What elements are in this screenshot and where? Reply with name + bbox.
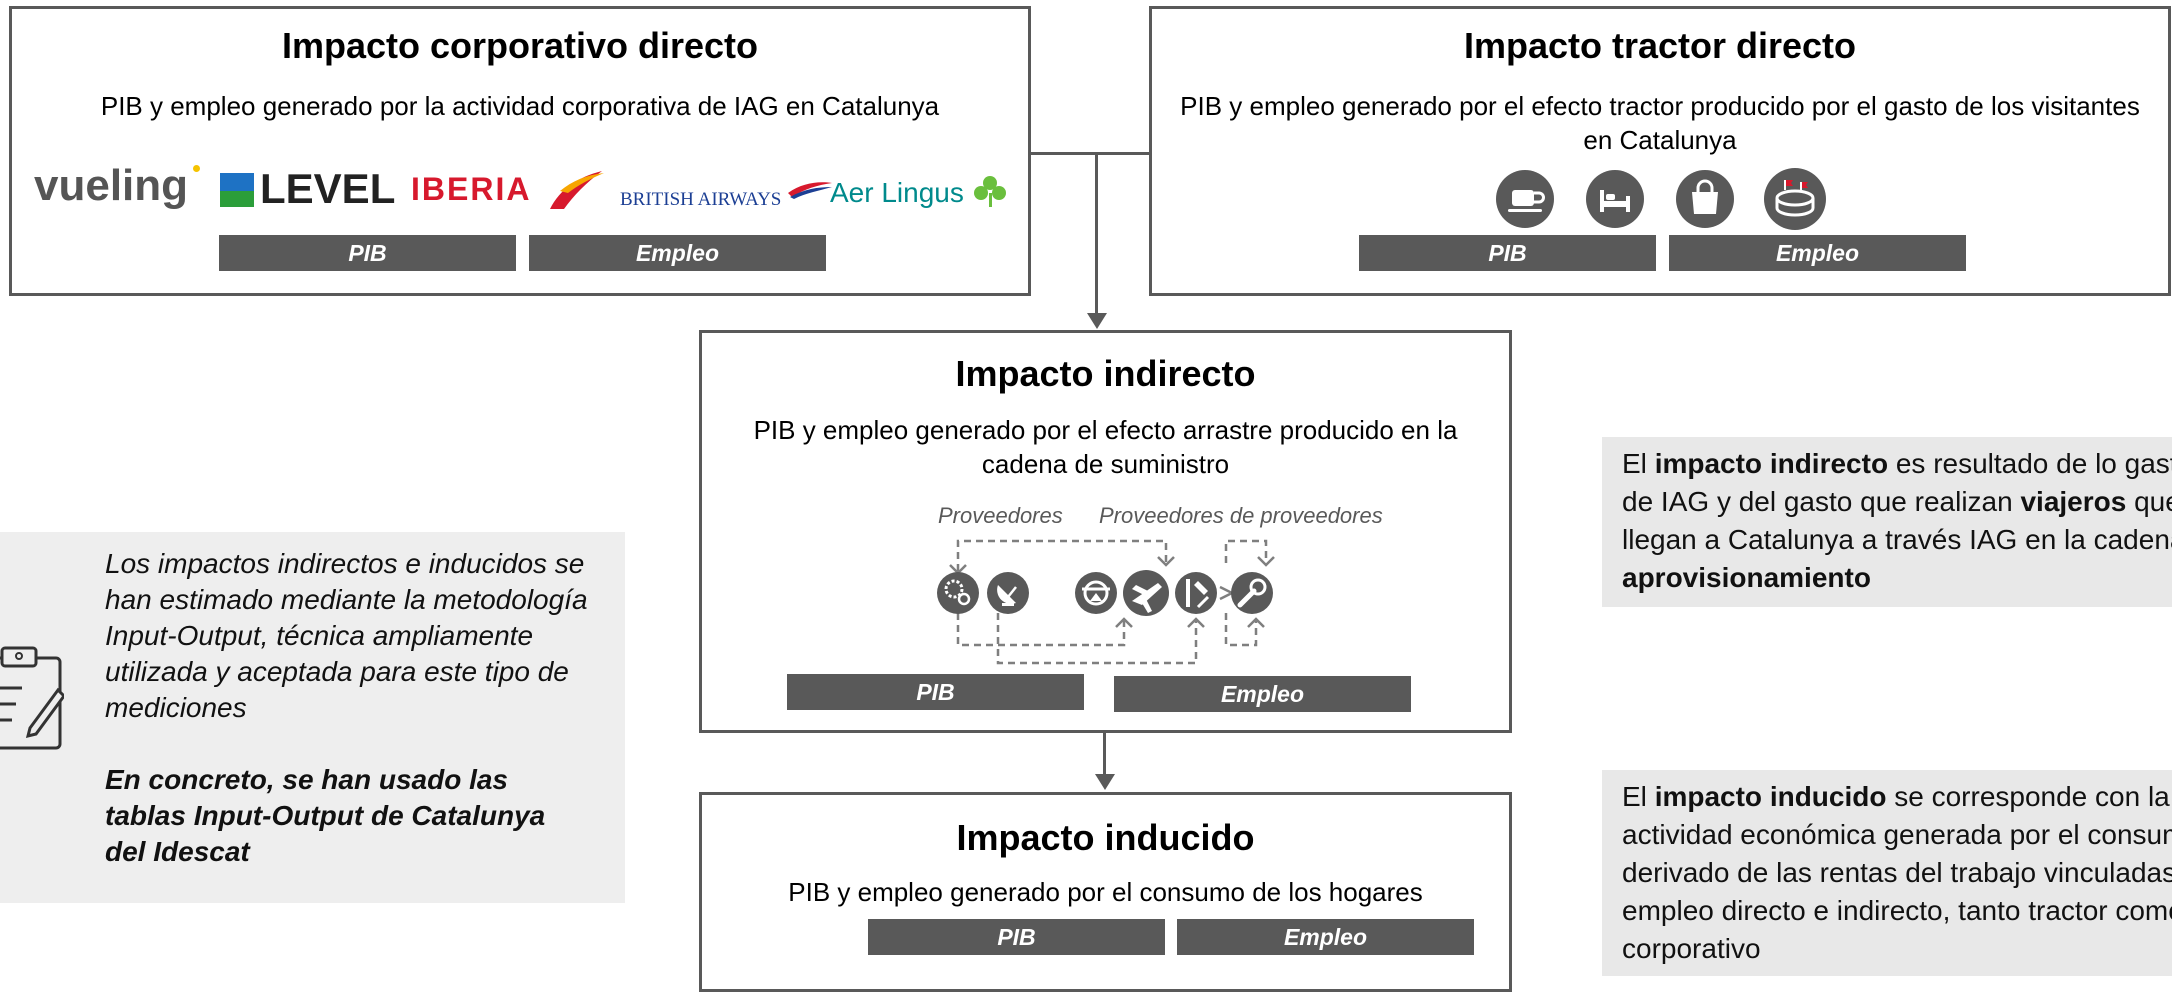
iberia-logo-text: IBERIA [411, 171, 532, 207]
indirecto-empleo-bar: Empleo [1114, 676, 1411, 712]
methodology-bold-text: En concreto, se han usado las tablas Inp… [105, 764, 546, 867]
proveedores-label: Proveedores [938, 503, 1063, 528]
coffee-cup-icon [1496, 170, 1554, 228]
inducido-title: Impacto inducido [956, 817, 1255, 858]
induced-impact-note: El impacto inducido se corresponde con l… [1602, 770, 2172, 976]
connector-vertical-bottom [1103, 733, 1106, 776]
aviator-badge-icon [1075, 572, 1117, 614]
british-airways-logo: BRITISH AIRWAYS [620, 182, 832, 211]
connector-horizontal [1031, 152, 1149, 155]
tools-icon [1175, 572, 1217, 614]
clipboard-pencil-icon [0, 646, 64, 750]
stadium-icon [1764, 168, 1826, 230]
inducido-empleo-bar: Empleo [1177, 919, 1474, 955]
tractor-box: Impacto tractor directo PIB y empleo gen… [1149, 6, 2171, 296]
arrow-down-icon [1095, 774, 1115, 790]
speedmarque-icon [788, 182, 832, 199]
vueling-logo-text: vueling [34, 161, 189, 210]
iberia-logo: IBERIA [411, 171, 604, 209]
indirecto-desc: PIB y empleo generado por el efecto arra… [753, 415, 1458, 479]
connector-vertical-top [1095, 153, 1098, 315]
bed-icon [1586, 170, 1644, 228]
methodology-italic-text: Los impactos indirectos e inducidos se h… [105, 548, 588, 723]
corporativo-box: Impacto corporativo directo PIB y empleo… [9, 6, 1031, 296]
indirecto-box: Impacto indirecto PIB y empleo generado … [699, 330, 1512, 733]
induced-impact-note-text: El impacto inducido se corresponde con l… [1622, 781, 2172, 964]
aer-lingus-logo: Aer Lingus [830, 176, 1006, 209]
corporativo-empleo-bar: Empleo [529, 235, 826, 271]
indirecto-pib-bar: PIB [787, 674, 1084, 710]
tractor-title: Impacto tractor directo [1463, 25, 1857, 66]
vueling-dot [193, 165, 201, 172]
satellite-dish-icon [987, 572, 1029, 614]
supply-chain-diagram [937, 539, 1275, 665]
wrench-icon [1231, 572, 1273, 614]
shamrock-icon [974, 176, 1006, 207]
gears-icon [937, 572, 979, 614]
indirect-impact-note: El impacto indirecto es resultado de lo … [1602, 437, 2172, 607]
aer-lingus-logo-text: Aer Lingus [830, 177, 964, 208]
tractor-empleo-bar: Empleo [1669, 235, 1966, 271]
inducido-desc: PIB y empleo generado por el consumo de … [788, 877, 1423, 907]
corporativo-desc: PIB y empleo generado por la actividad c… [100, 91, 940, 121]
british-airways-logo-text: BRITISH AIRWAYS [620, 189, 782, 210]
indirecto-title: Impacto indirecto [955, 353, 1256, 394]
corporativo-title: Impacto corporativo directo [281, 25, 759, 66]
shopping-bag-icon [1676, 170, 1734, 228]
inducido-pib-bar: PIB [868, 919, 1165, 955]
level-square-icon [220, 173, 254, 207]
methodology-note: Los impactos indirectos e inducidos se h… [0, 532, 625, 903]
airplane-icon [1123, 570, 1169, 616]
indirect-impact-note-text: El impacto indirecto es resultado de lo … [1622, 448, 2172, 593]
tractor-desc: PIB y empleo generado por el efecto trac… [1180, 91, 2140, 155]
vueling-logo: vueling [34, 161, 201, 211]
inducido-box: Impacto inducido PIB y empleo generado p… [699, 792, 1512, 992]
tractor-pib-bar: PIB [1359, 235, 1656, 271]
corporativo-pib-bar: PIB [219, 235, 516, 271]
iberia-wing-icon [550, 171, 604, 209]
level-logo-text: LEVEL [260, 165, 396, 212]
proveedores-de-proveedores-label: Proveedores de proveedores [1099, 503, 1383, 528]
arrow-down-icon [1087, 313, 1107, 329]
